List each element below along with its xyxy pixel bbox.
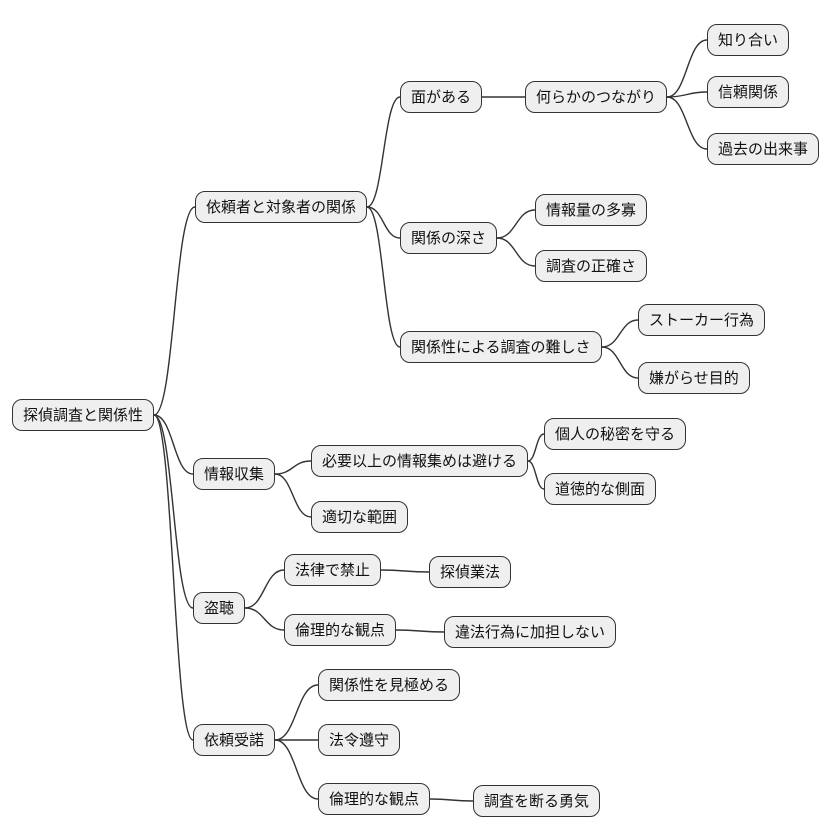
edge-root-shuushuu: [153, 414, 194, 475]
node-shuushuu: 情報収集: [193, 458, 276, 491]
edge-tsunagari-shiriai: [666, 39, 708, 98]
edge-touchou-kinshi: [244, 569, 285, 609]
edge-touchou-rinri1: [244, 607, 285, 631]
edge-kankei-men: [366, 96, 401, 208]
node-doutoku: 道徳的な側面: [544, 473, 657, 506]
node-shinrai: 信頼関係: [707, 76, 790, 109]
edge-tsunagari-shinrai: [666, 91, 708, 98]
edge-muzukashisa-iyagarase: [601, 346, 639, 379]
node-kako: 過去の出来事: [707, 133, 820, 166]
node-fukasa: 関係の深さ: [400, 222, 498, 255]
edge-fukasa-seikaku: [496, 237, 536, 267]
node-men: 面がある: [400, 81, 483, 114]
node-rinri2: 倫理的な観点: [318, 783, 431, 816]
edge-muzukashisa-stalker: [601, 319, 639, 348]
edge-root-judaku: [153, 414, 194, 741]
node-judaku: 依頼受諾: [193, 724, 276, 757]
node-stalker: ストーカー行為: [638, 304, 766, 337]
edge-tsunagari-kako: [666, 96, 708, 150]
node-hani: 適切な範囲: [311, 501, 409, 534]
edge-sakeru-doutoku: [527, 460, 545, 490]
edge-shuushuu-hani: [274, 473, 312, 518]
node-kotowaru: 調査を断る勇気: [473, 785, 601, 818]
edge-rinri2-kotowaru: [429, 798, 474, 802]
edge-root-touchou: [153, 414, 194, 609]
edge-fukasa-tasa: [496, 209, 536, 239]
node-mikiwame: 関係性を見極める: [318, 669, 461, 702]
node-touchou: 盗聴: [193, 592, 246, 625]
node-tsunagari: 何らかのつながり: [525, 81, 668, 114]
edge-rinri1-katan: [395, 629, 445, 633]
node-shiriai: 知り合い: [707, 24, 790, 57]
edge-kinshi-gyouhou: [380, 569, 430, 573]
node-katan: 違法行為に加担しない: [444, 616, 617, 649]
node-muzukashisa: 関係性による調査の難しさ: [400, 331, 602, 364]
edge-judaku-mikiwame: [274, 684, 319, 741]
node-seikaku: 調査の正確さ: [535, 250, 648, 283]
edge-kankei-muzukashisa: [366, 206, 401, 348]
node-himitsu: 個人の秘密を守る: [544, 418, 687, 451]
node-tasa: 情報量の多寡: [535, 194, 648, 227]
edge-judaku-rinri2: [274, 739, 319, 800]
edge-root-kankei: [153, 206, 196, 416]
node-gyouhou: 探偵業法: [429, 556, 512, 589]
node-kankei: 依頼者と対象者の関係: [195, 191, 368, 224]
node-rinri1: 倫理的な観点: [284, 614, 397, 647]
edge-shuushuu-sakeru: [274, 460, 312, 475]
node-iyagarase: 嫌がらせ目的: [638, 362, 750, 395]
node-hourei: 法令遵守: [318, 724, 401, 757]
node-sakeru: 必要以上の情報集めは避ける: [311, 445, 529, 478]
node-root: 探偵調査と関係性: [12, 399, 155, 432]
edge-sakeru-himitsu: [527, 433, 545, 462]
node-kinshi: 法律で禁止: [284, 554, 382, 587]
edge-kankei-fukasa: [366, 206, 401, 239]
